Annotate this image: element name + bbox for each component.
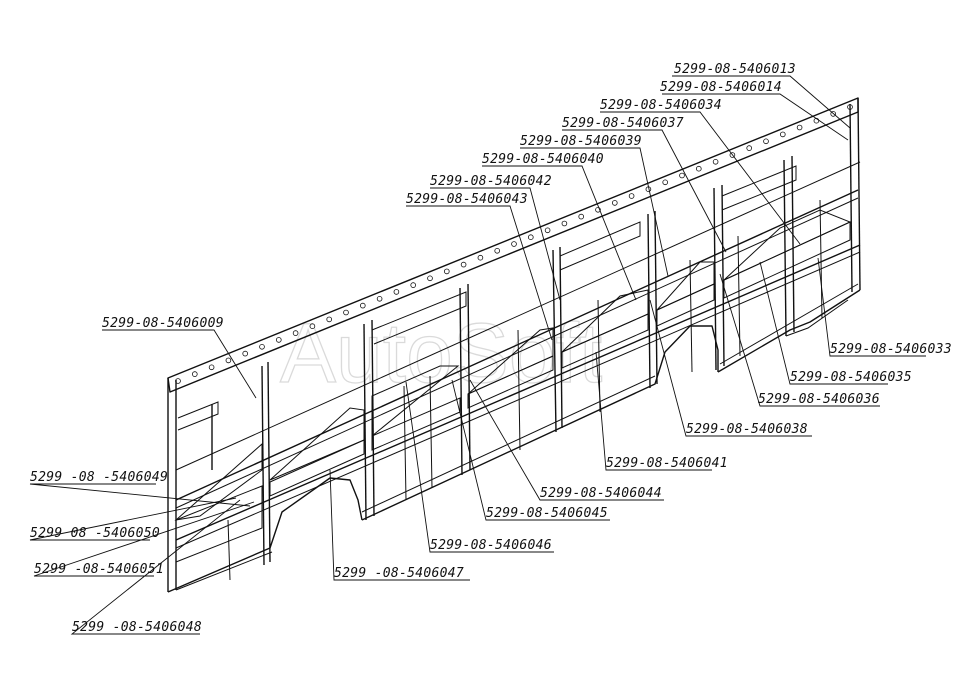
rail-hole [393,289,400,295]
rail-hole [578,213,584,220]
rail-hole [292,330,299,336]
label-5406038: 5299-08-5406038 [686,422,808,437]
rail-hole [544,227,551,234]
label-5406036: 5299-08-5406036 [758,392,880,407]
label-5406043: 5299-08-5406043 [406,192,528,207]
label-5406035: 5299-08-5406035 [790,370,912,385]
leader-lines [29,75,926,635]
label-5406049: 5299 -08 -5406049 [30,470,168,485]
rail-hole [192,371,198,377]
rail-hole [242,350,249,357]
rail-hole [527,234,534,241]
rail-hole [477,254,484,261]
rail-hole [611,200,618,206]
rail-hole [359,302,366,309]
rail-hole [561,220,568,227]
rail-hole [746,145,752,151]
rail-hole [376,295,383,302]
rail-hole [309,323,316,330]
rail-hole [208,364,215,371]
rail-hole [662,179,668,186]
rail-hole [679,172,685,179]
label-5406040: 5299-08-5406040 [482,152,604,167]
rail-hole [343,309,349,316]
rail-hole [712,159,719,165]
rail-hole [443,268,450,275]
label-5406045: 5299-08-5406045 [486,506,608,521]
label-5406046: 5299-08-5406046 [430,538,552,553]
rail-hole [259,343,265,350]
watermark-text: AutoSoft [280,306,602,400]
part-labels: 5299-08-5406013 5299-08-5406014 5299-08-… [30,62,952,635]
rail-hole [225,357,232,364]
rail-hole [410,282,417,288]
label-5406048: 5299 -08-5406048 [72,620,202,635]
rail-hole [695,165,702,172]
rail-hole [326,316,333,323]
rail-hole [628,193,635,199]
rail-hole [763,138,769,145]
label-5406013: 5299-08-5406013 [674,62,796,77]
label-5406039: 5299-08-5406039 [520,134,642,149]
label-5406009: 5299-08-5406009 [102,316,224,331]
rail-hole [779,131,786,138]
label-5406041: 5299-08-5406041 [606,456,728,471]
label-5406034: 5299-08-5406034 [600,98,722,113]
rail-hole [796,124,803,131]
rail-hole [275,337,282,343]
rail-hole [460,261,467,268]
rail-hole [427,275,433,282]
label-5406033: 5299-08-5406033 [830,342,952,357]
label-5406051: 5299 -08-5406051 [34,562,164,577]
label-5406014: 5299-08-5406014 [660,80,782,95]
label-5406037: 5299-08-5406037 [562,116,684,131]
rail-hole [511,241,517,247]
label-5406042: 5299-08-5406042 [430,174,552,189]
rail-hole [494,248,501,254]
label-5406050: 5299 08 -5406050 [30,526,160,541]
label-5406044: 5299-08-5406044 [540,486,662,501]
label-5406047: 5299 -08-5406047 [334,566,464,581]
frame-structure [167,97,861,593]
